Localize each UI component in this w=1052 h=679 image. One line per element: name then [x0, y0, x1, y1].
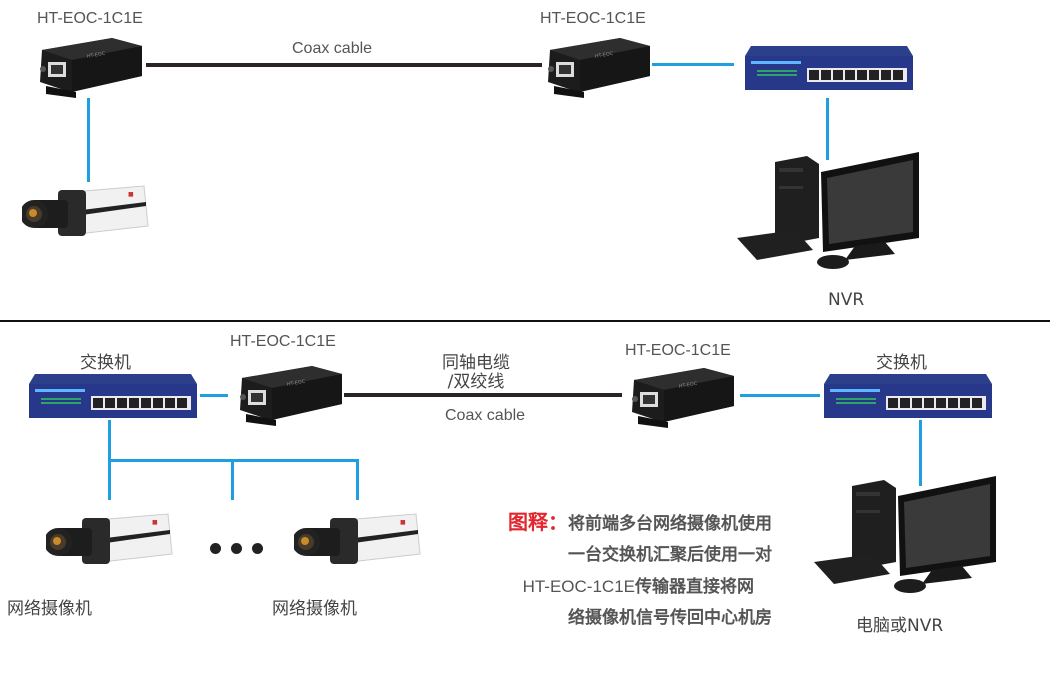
cable-label-cn-line2: /双绞线: [447, 372, 505, 392]
ethernet-line-switch-transmitter: [200, 394, 228, 397]
bottom-nvr-computer-icon: [812, 470, 1002, 610]
right-camera-label: 网络摄像机: [272, 599, 357, 619]
top-cable-label: Coax cable: [292, 40, 373, 57]
diagram-note: 图释：将前端多台网络摄像机使用 一台交换机汇聚后使用一对 HT-EOC-1C1E…: [452, 507, 772, 634]
ethernet-branch-right: [356, 459, 359, 500]
left-ip-camera-icon: [46, 510, 176, 572]
section-divider: [0, 320, 1050, 322]
top-receiver-label: HT-EOC-1C1E: [540, 10, 646, 27]
note-title: 图释：: [508, 510, 568, 534]
ethernet-branch-middle: [231, 459, 234, 500]
top-ethernet-line-transmitter-camera: [87, 98, 90, 182]
note-line-1: 将前端多台网络摄像机使用: [568, 514, 772, 534]
note-line-2: 一台交换机汇聚后使用一对: [568, 545, 772, 565]
cable-label-cn-line1: 同轴电缆: [442, 353, 510, 373]
note-line-4: 络摄像机信号传回中心机房: [568, 608, 772, 628]
bottom-cable-label-cn: 同轴电缆 /双绞线: [442, 354, 510, 392]
bottom-transmitter-label: HT-EOC-1C1E: [230, 333, 336, 350]
top-transmitter-label: HT-EOC-1C1E: [37, 10, 143, 27]
bottom-coax-cable-line: [344, 393, 622, 397]
more-cameras-ellipsis-icon: [210, 543, 263, 554]
right-ip-camera-icon: [294, 510, 424, 572]
note-line-3-text: 传输器直接将网: [635, 577, 754, 597]
top-ethernet-line-receiver-switch: [652, 63, 734, 66]
left-switch-icon: [27, 370, 199, 420]
ethernet-line-receiver-switch: [740, 394, 820, 397]
right-switch-icon: [822, 370, 994, 420]
top-switch-icon: [743, 42, 915, 92]
top-endpoint-label: NVR: [828, 290, 865, 310]
bottom-transmitter-device-icon: [232, 364, 344, 430]
top-transmitter-device-icon: [32, 36, 144, 102]
note-line-3-model: HT-EOC-1C1E: [522, 577, 635, 596]
bottom-cable-label-en: Coax cable: [445, 407, 526, 424]
top-receiver-device-icon: [540, 36, 652, 102]
bottom-receiver-device-icon: [624, 366, 736, 432]
top-ip-camera-icon: [22, 182, 152, 244]
bottom-receiver-label: HT-EOC-1C1E: [625, 342, 731, 359]
ethernet-line-switch-pc: [919, 420, 922, 486]
top-coax-cable-line: [146, 63, 542, 67]
left-switch-label: 交换机: [80, 353, 131, 373]
top-nvr-computer-icon: [735, 146, 925, 286]
left-camera-label: 网络摄像机: [7, 599, 92, 619]
bottom-endpoint-label: 电脑或NVR: [856, 616, 944, 636]
right-switch-label: 交换机: [876, 353, 927, 373]
top-ethernet-line-switch-pc: [826, 98, 829, 160]
